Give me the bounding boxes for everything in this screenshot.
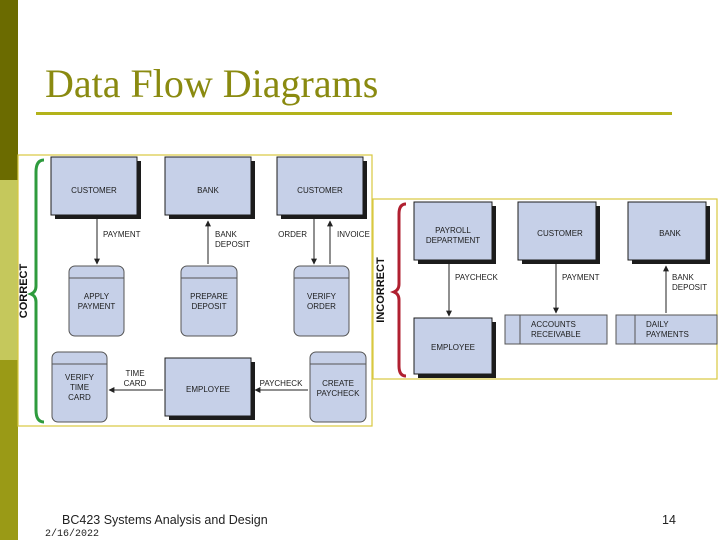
flow-paycheck-label: PAYCHECK: [455, 273, 498, 282]
process-label-line-3: CARD: [68, 393, 91, 402]
process-label-line-2: PAYCHECK: [317, 389, 360, 398]
entity-label: BANK: [659, 229, 681, 238]
left-accent-bar-top: [0, 0, 18, 180]
flow-bank-deposit-label-line-1: BANK: [672, 273, 694, 282]
entity-customer-2: CUSTOMER: [276, 156, 367, 219]
entity-label: CUSTOMER: [297, 186, 343, 195]
entity-label-line-1: PAYROLL: [435, 226, 471, 235]
entity-label-line-2: DEPARTMENT: [426, 236, 480, 245]
process-label-line-2: TIME: [70, 383, 89, 392]
footer-course-name: BC423 Systems Analysis and Design: [62, 513, 268, 527]
process-verify-time-card: VERIFY TIME CARD: [51, 351, 108, 423]
entity-bank-incorrect: BANK: [627, 201, 710, 264]
entity-label: EMPLOYEE: [431, 343, 475, 352]
process-create-paycheck: CREATE PAYCHECK: [309, 351, 367, 423]
process-verify-order: VERIFY ORDER: [293, 265, 350, 337]
flow-invoice-label: INVOICE: [337, 230, 370, 239]
entity-customer-1: CUSTOMER: [50, 156, 141, 219]
entity-bank: BANK: [164, 156, 255, 219]
entity-customer: CUSTOMER: [517, 201, 600, 264]
store-daily-payments: DAILY PAYMENTS: [615, 314, 718, 345]
process-label-line-1: VERIFY: [65, 373, 95, 382]
store-label-line-1: DAILY: [646, 320, 669, 329]
store-label-line-1: ACCOUNTS: [531, 320, 576, 329]
store-label-line-2: RECEIVABLE: [531, 330, 581, 339]
entity-employee: EMPLOYEE: [164, 357, 255, 420]
process-prepare-deposit: PREPARE DEPOSIT: [180, 265, 238, 337]
page-number: 14: [662, 513, 676, 527]
flow-order-label: ORDER: [278, 230, 307, 239]
incorrect-bracket: [389, 202, 407, 378]
entity-label: EMPLOYEE: [186, 385, 230, 394]
store-accounts-receivable: ACCOUNTS RECEIVABLE: [504, 314, 608, 345]
incorrect-diagram: INCORRECT PAYROLL DEPARTMENT CUSTOMER BA…: [372, 198, 718, 380]
process-label-line-1: APPLY: [84, 292, 110, 301]
slide-title: Data Flow Diagrams: [45, 61, 379, 106]
correct-bracket: [26, 158, 45, 424]
process-label-line-1: VERIFY: [307, 292, 337, 301]
entity-label: CUSTOMER: [71, 186, 117, 195]
entity-payroll-department: PAYROLL DEPARTMENT: [413, 201, 496, 264]
flow-paycheck-label: PAYCHECK: [260, 379, 303, 388]
correct-diagram: CORRECT CUSTOMER BANK CUSTOMER APPLY PAY…: [17, 154, 373, 427]
process-apply-payment: APPLY PAYMENT: [68, 265, 125, 337]
process-label-line-2: ORDER: [307, 302, 336, 311]
flow-time-card-label-line-1: TIME: [125, 369, 144, 378]
correct-side-label: CORRECT: [18, 264, 30, 319]
entity-label: BANK: [197, 186, 219, 195]
process-label-line-2: DEPOSIT: [191, 302, 226, 311]
incorrect-side-label: INCORRECT: [375, 257, 387, 323]
flow-time-card-label-line-2: CARD: [124, 379, 147, 388]
flow-bank-deposit-label-line-1: BANK: [215, 230, 237, 239]
entity-employee-incorrect: EMPLOYEE: [413, 317, 496, 378]
title-underline: [36, 112, 672, 115]
footer-date: 2/16/2022: [45, 529, 100, 540]
flow-payment-label: PAYMENT: [562, 273, 600, 282]
flow-payment-label: PAYMENT: [103, 230, 141, 239]
flow-bank-deposit-label-line-2: DEPOSIT: [672, 283, 707, 292]
process-label-line-1: PREPARE: [190, 292, 228, 301]
flow-bank-deposit-label-line-2: DEPOSIT: [215, 240, 250, 249]
process-label-line-2: PAYMENT: [78, 302, 116, 311]
entity-label: CUSTOMER: [537, 229, 583, 238]
left-accent-bar-middle: [0, 180, 18, 360]
store-label-line-2: PAYMENTS: [646, 330, 689, 339]
left-accent-bar-bottom: [0, 360, 18, 540]
process-label-line-1: CREATE: [322, 379, 354, 388]
